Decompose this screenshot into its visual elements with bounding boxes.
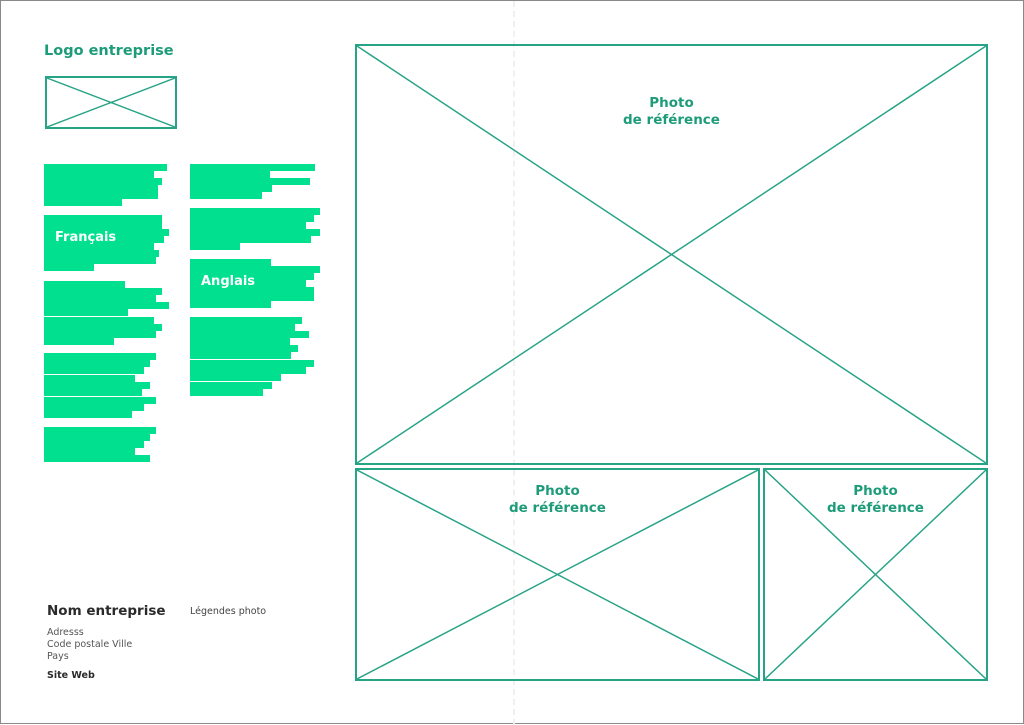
logo-placeholder (45, 76, 177, 129)
placeholder-cross-icon (357, 470, 758, 679)
photo-label: Photo de référence (827, 483, 924, 516)
photo-label: Photo de référence (623, 95, 720, 128)
address-line-1: Adresss (47, 627, 84, 638)
placeholder-cross-icon (765, 470, 986, 679)
address-line-2: Code postale Ville (47, 639, 133, 650)
placeholder-cross-icon (357, 46, 986, 463)
photo-captions: Légendes photo (190, 606, 267, 617)
logo-title: Logo entreprise (44, 43, 174, 59)
photo-label: Photo de référence (509, 483, 606, 516)
photo-placeholder-main: Photo de référence (355, 44, 988, 465)
photo-placeholder-bottom-left: Photo de référence (355, 468, 760, 681)
company-name: Nom entreprise (47, 603, 166, 619)
address-line-3: Pays (47, 651, 69, 662)
photo-placeholder-bottom-right: Photo de référence (763, 468, 988, 681)
fold-line (513, 1, 515, 725)
english-label: Anglais (201, 274, 256, 289)
website: Site Web (47, 670, 95, 681)
placeholder-cross-icon (47, 78, 175, 127)
french-label: Français (55, 230, 117, 245)
